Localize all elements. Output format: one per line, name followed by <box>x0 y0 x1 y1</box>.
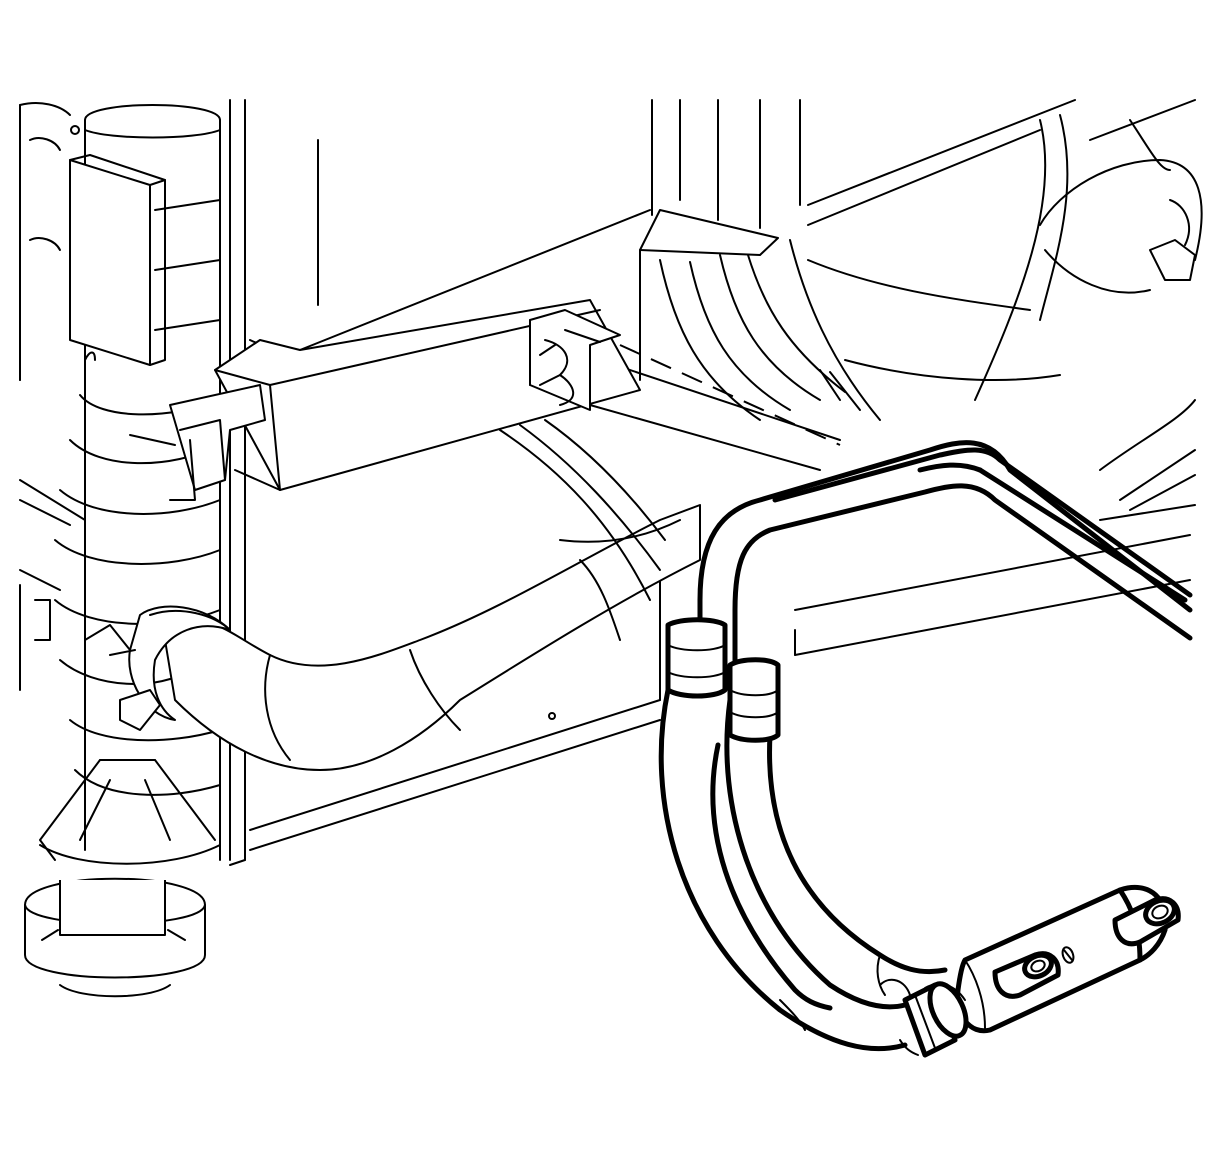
transmission-line-clip <box>529 309 841 446</box>
hose-clamp <box>84 605 231 731</box>
line-retainer-sleeves <box>665 617 781 743</box>
radiator-tank <box>19 102 221 998</box>
fan-shroud <box>639 99 1203 521</box>
line-fitting-block <box>879 884 1181 1058</box>
transmission-cooler-lines <box>658 440 1193 1052</box>
lower-radiator-hose <box>164 419 701 771</box>
